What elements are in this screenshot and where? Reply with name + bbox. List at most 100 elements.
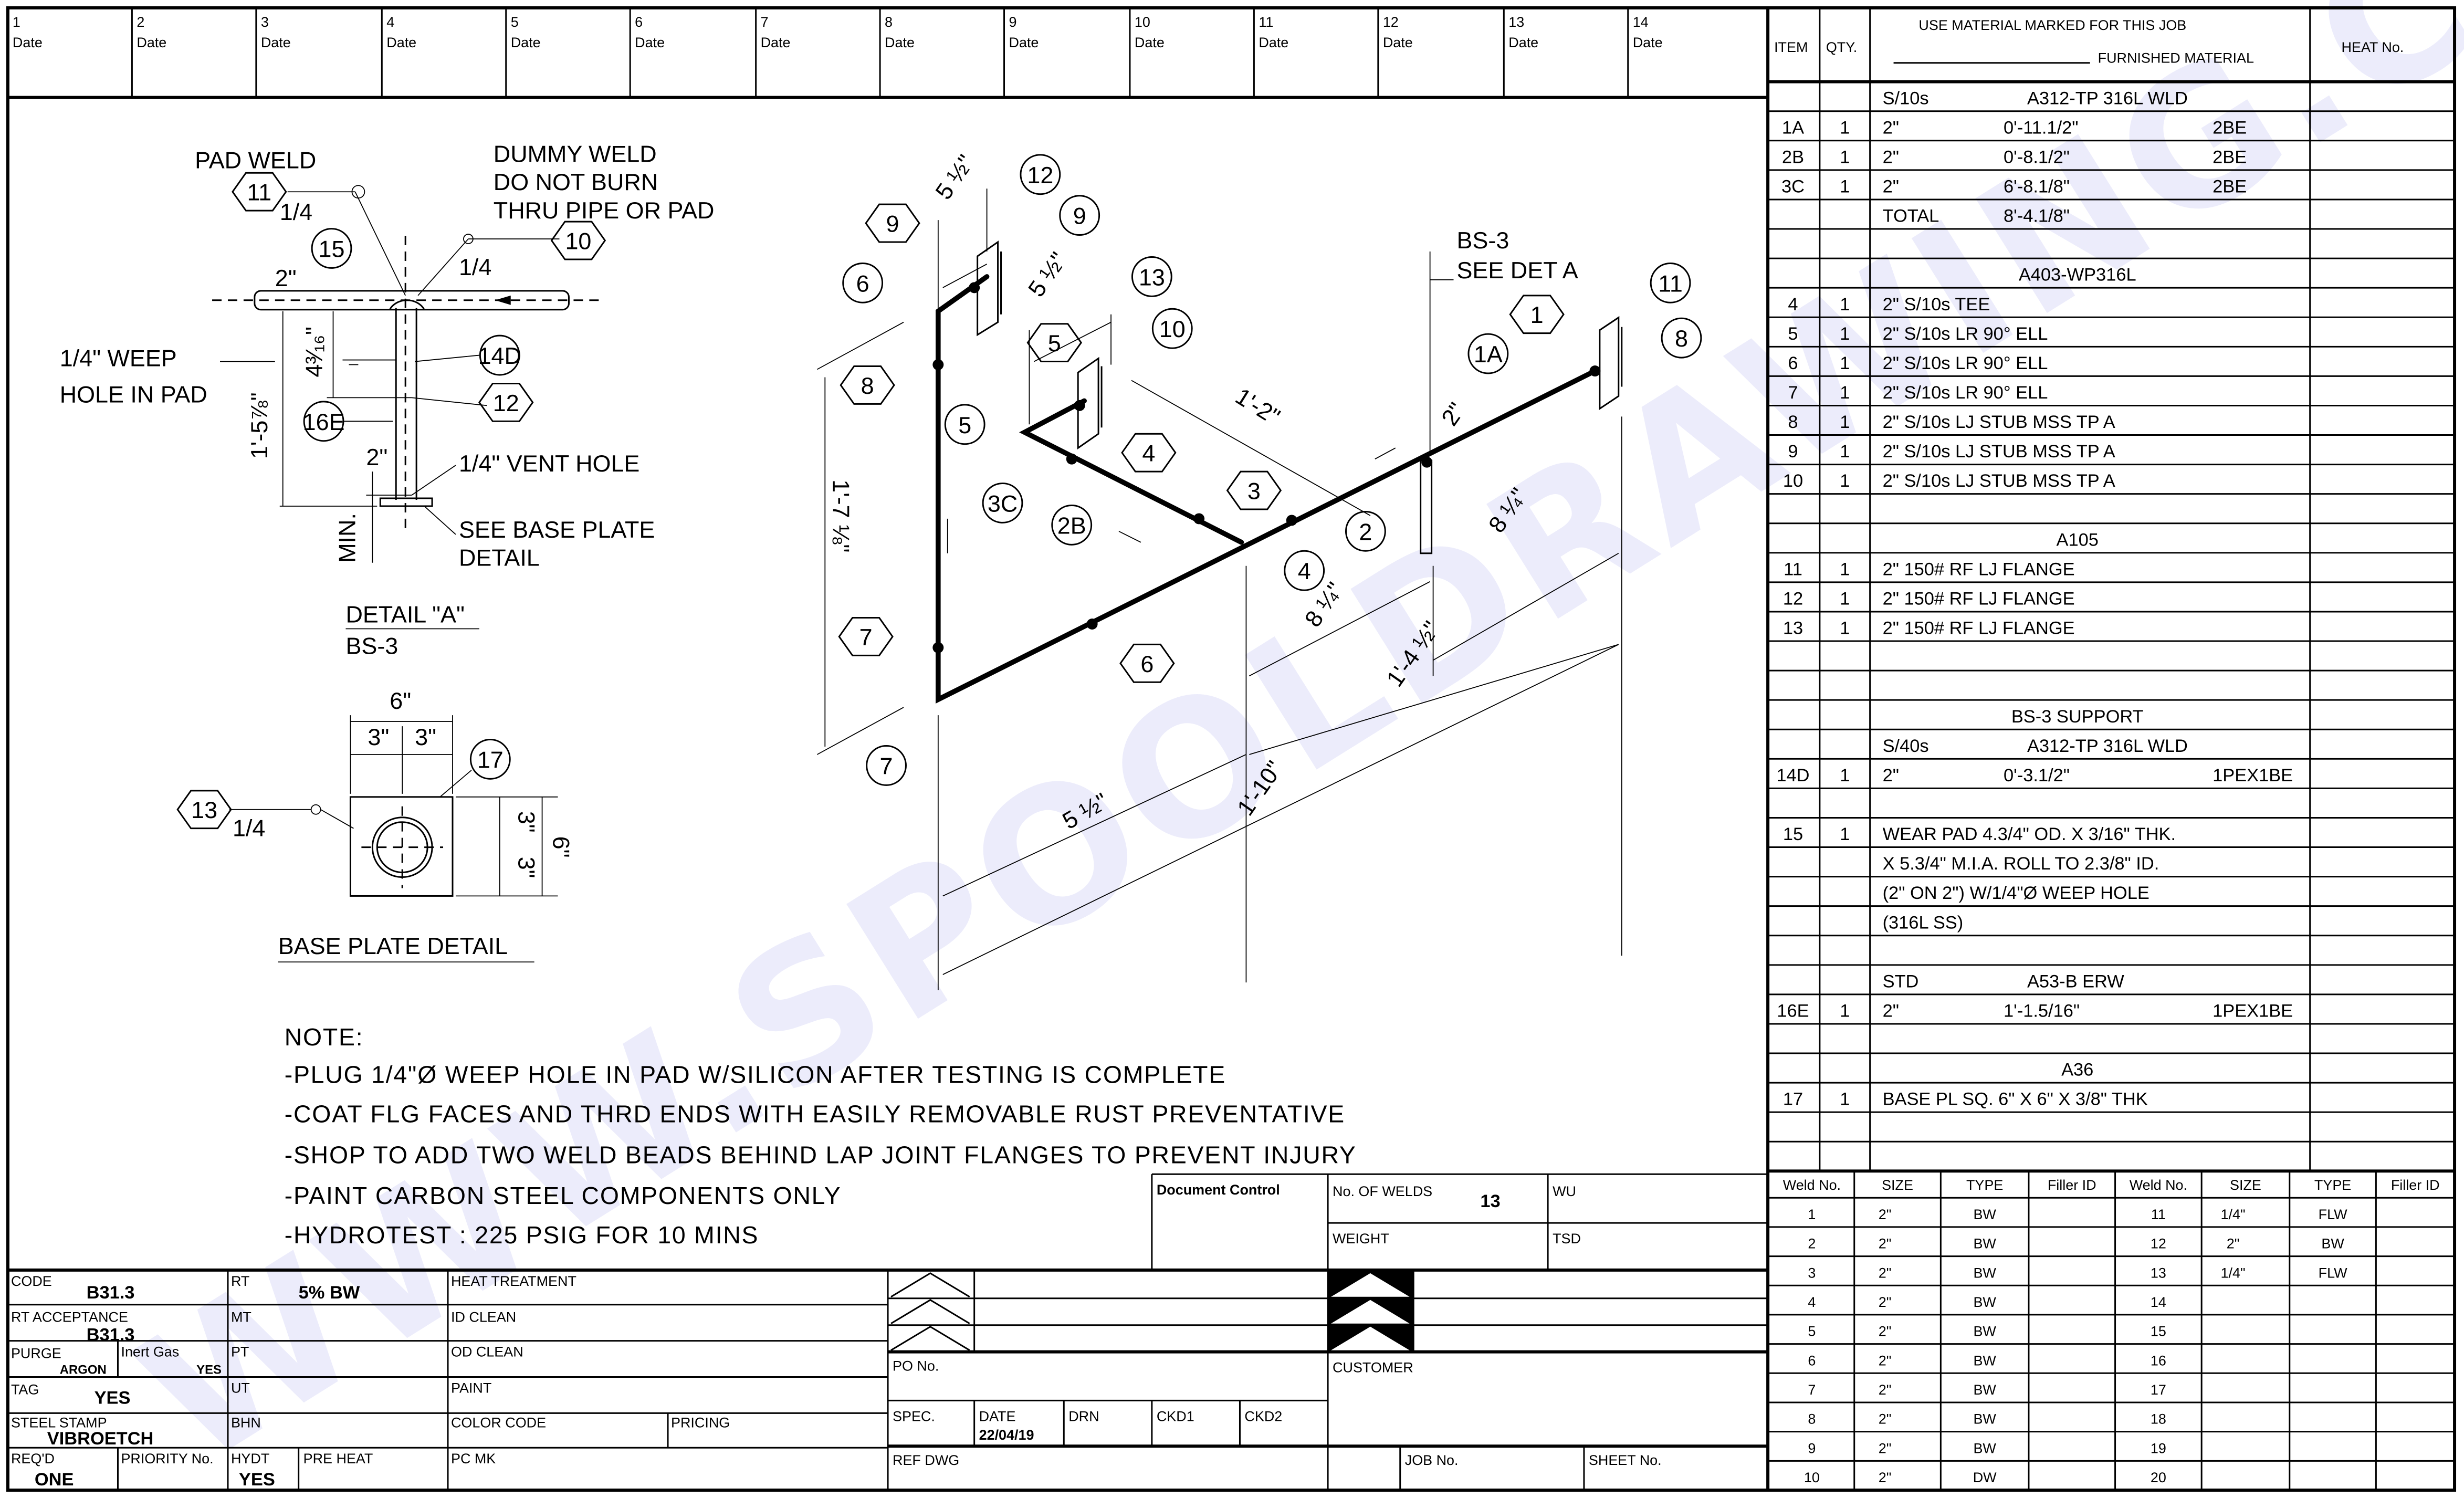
revision-number: 14: [1633, 14, 1649, 30]
date-value: 22/04/19: [979, 1427, 1034, 1443]
title-block-left: CODE B31.3 RT 5% BW HEAT TREATMENT RT AC…: [7, 1268, 889, 1491]
weld-cell: BW: [1973, 1236, 1996, 1252]
part-number-callout: 14D: [478, 334, 521, 376]
customer-label: CUSTOMER: [1333, 1360, 1413, 1376]
weld-cell: 12: [2151, 1236, 2166, 1252]
revision-date-label: Date: [1259, 35, 1288, 50]
revision-number: 9: [1009, 14, 1016, 30]
hexagon-icon: [176, 790, 232, 830]
od-clean-label: OD CLEAN: [451, 1344, 523, 1360]
material-spec: A53-B ERW: [2027, 971, 2124, 991]
item-number: 7: [1788, 383, 1798, 403]
pre-heat-label: PRE HEAT: [303, 1451, 373, 1466]
weld-number-callout: 4: [1121, 433, 1177, 473]
callout-number: 13: [1139, 264, 1165, 290]
weld-cell: BW: [1973, 1265, 1996, 1281]
callout-number: 2B: [1057, 512, 1086, 539]
callout-number: 12: [493, 390, 519, 416]
callout-number: 10: [565, 227, 591, 254]
weld-number-callout: 5: [1026, 323, 1083, 363]
callout-number: 5: [958, 412, 971, 438]
revision-number: 13: [1508, 14, 1524, 30]
sheet-no-label: SHEET No.: [1589, 1452, 1662, 1468]
dimension-label: HOLE IN PAD: [60, 381, 207, 407]
code-label: CODE: [11, 1273, 52, 1289]
material-row: A105: [1768, 530, 2455, 554]
weld-column-header: Weld No.: [2130, 1177, 2187, 1193]
part-number-callout: 11: [1650, 262, 1691, 303]
weld-column-header: TYPE: [2314, 1177, 2351, 1193]
note-item: -HYDROTEST : 225 PSIG FOR 10 MINS: [285, 1221, 759, 1249]
revision-date-label: Date: [1633, 35, 1663, 50]
spec-label: SPEC.: [893, 1408, 935, 1424]
dimension-label: DETAIL "A": [345, 601, 464, 628]
revision-date-label: Date: [761, 35, 791, 50]
reqd-label: REQ'D: [11, 1451, 55, 1466]
end-prep: 2BE: [2213, 176, 2247, 196]
use-material-header: USE MATERIAL MARKED FOR THIS JOB: [1918, 17, 2186, 33]
part-number-callout: 15: [311, 228, 352, 269]
callout-number: 9: [1073, 203, 1086, 229]
item-number: 5: [1788, 324, 1798, 344]
hexagon-icon: [232, 172, 287, 212]
part-number-callout: 1A: [1467, 333, 1509, 374]
dimension-label: DUMMY WELD: [494, 140, 657, 167]
description: 2": [1883, 147, 1899, 167]
rt-value: 5% BW: [299, 1283, 360, 1303]
circle-icon: [1151, 308, 1193, 349]
material-group-heading: A105: [2057, 530, 2099, 550]
part-number-callout: 5: [944, 404, 985, 445]
description: 2": [1883, 766, 1899, 785]
weld-cell: 14: [2151, 1294, 2166, 1310]
dimension-label: BASE PLATE DETAIL: [278, 933, 508, 959]
description: S/40s: [1883, 736, 1929, 756]
item-number: 9: [1788, 442, 1798, 462]
callout-number: 4: [1142, 440, 1155, 467]
revision-number: 11: [1259, 14, 1273, 30]
code-value: B31.3: [87, 1283, 135, 1303]
no-of-welds-label: No. OF WELDS: [1333, 1183, 1432, 1199]
weld-cell: 10: [1804, 1470, 1820, 1485]
quantity: 1: [1840, 295, 1850, 315]
quantity: 1: [1840, 324, 1850, 344]
weld-number-callout: 7: [838, 617, 894, 656]
quantity: 1: [1840, 1090, 1850, 1109]
weld-number-callout: 3: [1226, 470, 1282, 510]
tsd-label: TSD: [1553, 1231, 1581, 1246]
quantity: 1: [1840, 412, 1850, 432]
circle-icon: [1284, 550, 1325, 591]
weld-number-callout: 13: [176, 790, 232, 830]
part-number-callout: 10: [1151, 308, 1193, 349]
ut-label: UT: [231, 1380, 250, 1396]
material-row: (316L SS): [1768, 913, 2455, 937]
weld-cell: 2": [1879, 1440, 1892, 1456]
item-number: 17: [1783, 1090, 1803, 1109]
weld-column-header: TYPE: [1966, 1177, 2003, 1193]
dimension-label: SEE DET A: [1456, 257, 1578, 284]
circle-icon: [1467, 333, 1509, 374]
part-number-callout: 17: [469, 739, 511, 780]
revision-number: 7: [761, 14, 769, 30]
description: 2" S/10s TEE: [1883, 295, 1990, 315]
base-plate-detail: [229, 715, 558, 963]
weld-column-header: Weld No.: [1783, 1177, 1841, 1193]
hexagon-icon: [1121, 433, 1177, 473]
heat-treatment-label: HEAT TREATMENT: [451, 1273, 576, 1289]
description: 2" 150# RF LJ FLANGE: [1883, 559, 2075, 579]
item-number: 11: [1784, 559, 1802, 579]
pricing-label: PRICING: [671, 1415, 730, 1430]
notes-heading: NOTE:: [285, 1023, 364, 1051]
weld-cell: 9: [1808, 1440, 1816, 1456]
tag-label: TAG: [11, 1381, 39, 1397]
callout-number: 6: [1140, 651, 1154, 677]
